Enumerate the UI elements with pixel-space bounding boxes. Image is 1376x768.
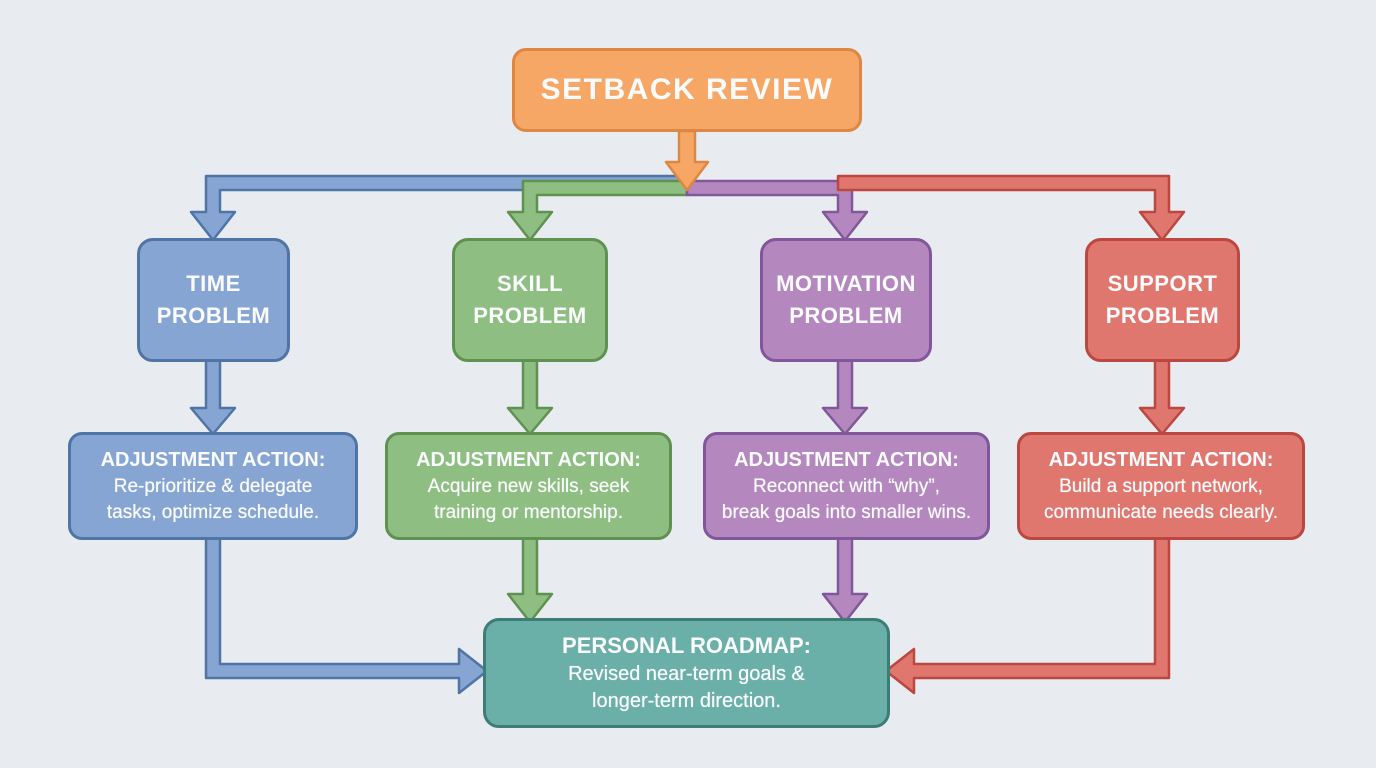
adjustment-action-support-line2: communicate needs clearly.: [1043, 502, 1279, 523]
adjustment-action-time-title: ADJUSTMENT ACTION:: [100, 449, 326, 472]
arrow-action-motivation-to-roadmap: [821, 534, 869, 624]
connector-bus-skill: [506, 179, 689, 242]
adjustment-action-skill-line2: training or mentorship.: [433, 502, 624, 523]
arrow-motivation-to-action: [821, 356, 869, 436]
connector-bus-support: [836, 174, 1186, 242]
adjustment-action-time-line2: tasks, optimize schedule.: [106, 502, 320, 523]
skill-problem-label-line1: SKILL: [496, 271, 564, 297]
node-skill-problem: SKILL PROBLEM: [452, 238, 608, 362]
arrow-action-skill-to-roadmap: [506, 534, 554, 624]
node-motivation-problem: MOTIVATION PROBLEM: [760, 238, 932, 362]
personal-roadmap-line1: Revised near-term goals &: [568, 663, 805, 686]
node-support-problem: SUPPORT PROBLEM: [1085, 238, 1240, 362]
adjustment-action-motivation-title: ADJUSTMENT ACTION:: [734, 449, 959, 472]
motivation-problem-label-line1: MOTIVATION: [776, 271, 916, 297]
node-adjustment-action-support: ADJUSTMENT ACTION: Build a support netwo…: [1017, 432, 1305, 540]
support-problem-label-line1: SUPPORT: [1107, 271, 1218, 297]
personal-roadmap-title: PERSONAL ROADMAP:: [562, 632, 811, 658]
node-adjustment-action-motivation: ADJUSTMENT ACTION: Reconnect with “why”,…: [703, 432, 990, 540]
elbow-action-time-to-roadmap: [204, 534, 489, 695]
adjustment-action-time-line1: Re-prioritize & delegate: [113, 476, 313, 498]
elbow-action-support-to-roadmap: [884, 534, 1171, 695]
adjustment-action-support-line1: Build a support network,: [1059, 476, 1263, 498]
node-personal-roadmap: PERSONAL ROADMAP: Revised near-term goal…: [483, 618, 890, 728]
support-problem-label-line2: PROBLEM: [1105, 303, 1220, 328]
adjustment-action-motivation-line2: break goals into smaller wins.: [721, 502, 972, 523]
node-adjustment-action-time: ADJUSTMENT ACTION: Re-prioritize & deleg…: [68, 432, 358, 540]
adjustment-action-support-title: ADJUSTMENT ACTION:: [1048, 449, 1274, 472]
arrow-root-to-bus: [664, 129, 710, 192]
adjustment-action-skill-title: ADJUSTMENT ACTION:: [416, 449, 641, 472]
arrow-skill-to-action: [506, 356, 554, 436]
personal-roadmap-line2: longer-term direction.: [592, 690, 781, 713]
adjustment-action-motivation-line1: Reconnect with “why”,: [753, 476, 940, 498]
skill-problem-label-line2: PROBLEM: [473, 303, 587, 328]
time-problem-label-line2: PROBLEM: [156, 303, 271, 328]
adjustment-action-skill-line1: Acquire new skills, seek: [427, 476, 630, 498]
node-adjustment-action-skill: ADJUSTMENT ACTION: Acquire new skills, s…: [385, 432, 672, 540]
motivation-problem-label-line2: PROBLEM: [789, 303, 903, 328]
setback-review-label: SETBACK REVIEW: [540, 73, 834, 106]
arrow-support-to-action: [1138, 356, 1186, 436]
node-time-problem: TIME PROBLEM: [137, 238, 290, 362]
arrow-time-to-action: [189, 356, 237, 436]
node-setback-review: SETBACK REVIEW: [512, 48, 862, 132]
time-problem-label-line1: TIME: [186, 271, 241, 297]
